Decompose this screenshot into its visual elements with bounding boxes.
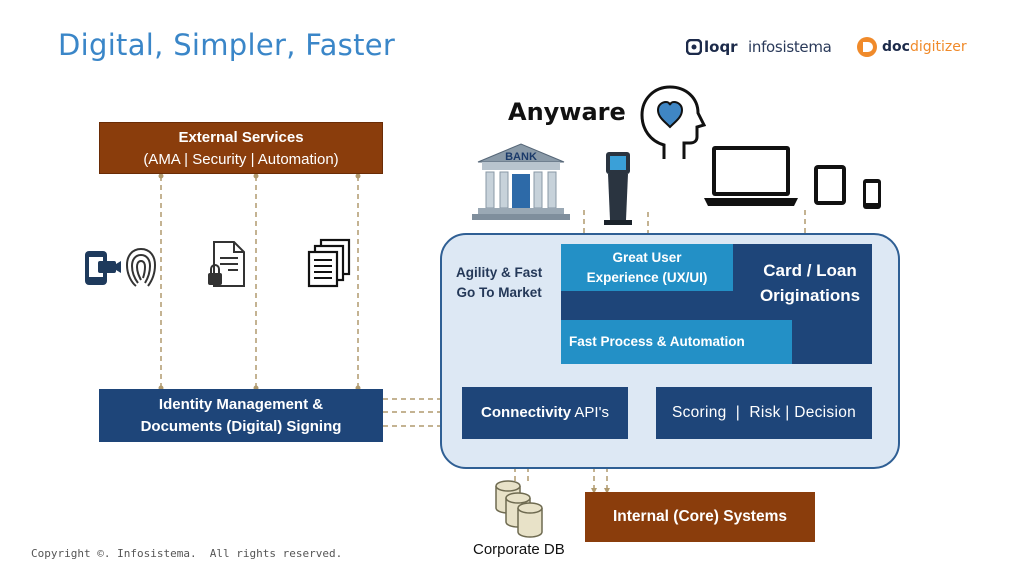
external-services-box: External Services (AMA | Security | Auto…: [99, 122, 383, 174]
fast-process-box: Fast Process & Automation: [561, 320, 792, 364]
docdigitizer-logo-bold: doc: [882, 39, 910, 55]
docdigitizer-mark-icon: [857, 37, 877, 57]
docdigitizer-logo-orange: digitizer: [909, 39, 967, 55]
agility-line2: Go To Market: [456, 285, 542, 300]
loqr-logo-text: loqr: [704, 38, 738, 56]
ux-line2: Experience (UX/UI): [586, 270, 708, 285]
scoring-box: Scoring | Risk | Decision: [656, 387, 872, 439]
smartphone-icon: [863, 179, 881, 209]
ux-box: Great User Experience (UX/UI): [561, 244, 733, 291]
internal-systems-box: Internal (Core) Systems: [585, 492, 815, 542]
card-loan-label: Card / Loan Originations: [748, 258, 872, 308]
infosistema-logo: infosistema: [748, 38, 832, 56]
external-services-subtitle: (AMA | Security | Automation): [143, 151, 339, 168]
connectivity-box: Connectivity API's: [462, 387, 628, 439]
identity-line2: Documents (Digital) Signing: [140, 418, 342, 435]
page-title: Digital, Simpler, Faster: [58, 28, 396, 62]
agility-line1: Agility & Fast: [456, 265, 543, 280]
database-icon: [495, 480, 543, 538]
anyware-label: Anyware: [508, 98, 626, 126]
loqr-mark-icon: [686, 39, 702, 55]
documents-stack-icon: [307, 238, 351, 288]
bank-building-icon: BANK: [472, 143, 570, 220]
connectivity-rest: API's: [571, 404, 609, 421]
identity-management-box: Identity Management & Documents (Digital…: [99, 389, 383, 442]
corporate-db-label: Corporate DB: [473, 541, 565, 558]
docdigitizer-logo: docdigitizer: [856, 36, 967, 58]
kiosk-terminal-icon: [604, 152, 632, 225]
external-services-title: External Services: [178, 129, 304, 146]
identity-line1: Identity Management &: [158, 396, 324, 413]
agility-label: Agility & Fast Go To Market: [456, 263, 542, 303]
copyright-text: Copyright ©. Infosistema. All rights res…: [31, 547, 343, 560]
fingerprint-icon: [125, 248, 157, 287]
loqr-logo: loqr: [686, 38, 738, 56]
card-loan-line1: Card / Loan: [763, 261, 857, 280]
bank-sign: BANK: [505, 151, 537, 163]
ux-line1: Great User: [612, 250, 682, 265]
card-loan-line2: Originations: [759, 286, 861, 305]
connectivity-bold: Connectivity: [481, 404, 572, 421]
tablet-icon: [814, 165, 846, 205]
mobile-video-icon: [85, 251, 121, 285]
head-heart-icon: [640, 85, 706, 159]
secure-document-icon: [208, 241, 245, 287]
laptop-icon: [704, 146, 798, 206]
